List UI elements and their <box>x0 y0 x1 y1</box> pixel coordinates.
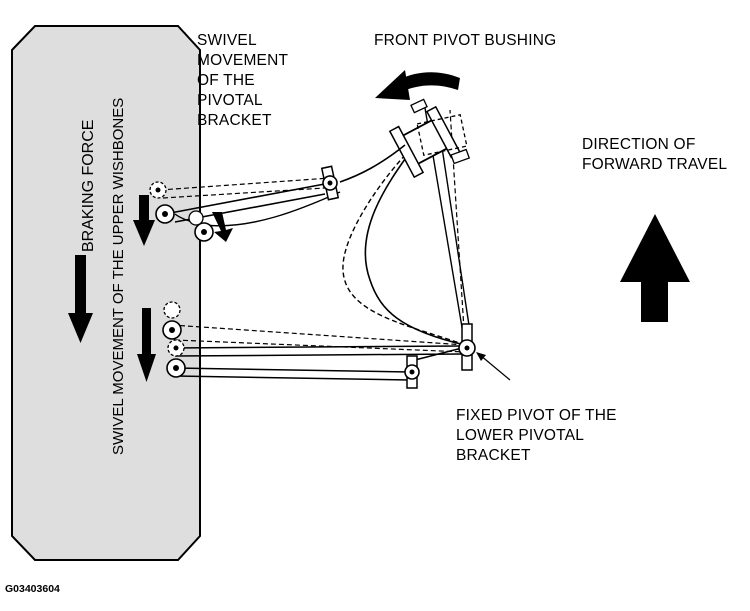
lower-bracket-curve <box>364 144 466 346</box>
forward-arrow-shaft <box>641 280 668 322</box>
fixed-pivot-line-3: BRACKET <box>456 447 531 464</box>
swivel-pivotal-bracket-line-4: PIVOTAL <box>197 92 263 109</box>
direction-line-2: FORWARD TRAVEL <box>582 156 728 173</box>
lower-link-2 <box>174 367 411 381</box>
rotation-arrow <box>398 72 460 92</box>
lower-swivel-arrow-shaft <box>142 308 151 356</box>
upper-wishbone-lower-curve <box>174 191 341 227</box>
lower-link-1 <box>171 345 463 357</box>
fixed-pivot-line-2: LOWER PIVOTAL <box>456 427 585 444</box>
upper-link-dashed <box>159 177 331 199</box>
front-pivot-bushing <box>388 105 462 179</box>
upper-arm-bushing <box>320 165 340 201</box>
rotation-arrow-head <box>375 70 410 100</box>
upper-swivel-arrow-head <box>133 220 155 246</box>
upper-joint-3 <box>188 210 204 226</box>
front-pivot-bushing-label: FRONT PIVOT BUSHING <box>374 32 557 49</box>
bracket-swivel-arrow <box>212 212 233 242</box>
lower-link-dashed-1 <box>171 324 466 346</box>
figure-id: G03403604 <box>5 583 60 595</box>
lower-link-dashed-2 <box>174 339 466 353</box>
bushing-tab-top <box>410 98 428 114</box>
lower-swivel-arrow-head <box>137 354 156 382</box>
braking-arrow-shaft <box>75 255 86 315</box>
swivel-pivotal-bracket-line-2: MOVEMENT <box>197 52 289 69</box>
fixed-pivot-pointer-head <box>476 352 486 361</box>
bushing-tab <box>450 148 471 165</box>
swivel-pivotal-bracket-line-5: BRACKET <box>197 112 272 129</box>
lower-link-bushing <box>404 355 420 389</box>
lower-link-3 <box>414 347 463 361</box>
swivel-pivotal-bracket-label: SWIVEL MOVEMENT OF THE PIVOTAL BRACKET <box>197 31 288 131</box>
upper-swivel-arrow-shaft <box>139 195 149 223</box>
braking-force-label: BRAKING FORCE <box>80 119 97 252</box>
braking-arrow-head <box>68 313 93 343</box>
direction-line-1: DIRECTION OF <box>582 136 696 153</box>
swivel-pivotal-bracket-line-1: SWIVEL <box>197 32 257 49</box>
swivel-upper-wishbones-label: SWIVEL MOVEMENT OF THE UPPER WISHBONES <box>110 97 127 455</box>
fixed-pivot-pointer <box>479 354 511 381</box>
fixed-pivot <box>458 323 476 371</box>
tire <box>11 25 201 561</box>
upper-wishbone-arm <box>339 144 406 183</box>
lower-joint-dashed-1 <box>163 301 181 319</box>
fixed-pivot-line-1: FIXED PIVOT OF THE <box>456 407 617 424</box>
forward-arrow-head <box>620 214 690 282</box>
fixed-pivot-label: FIXED PIVOT OF THE LOWER PIVOTAL BRACKET <box>456 406 617 466</box>
direction-of-forward-travel-label: DIRECTION OF FORWARD TRAVEL <box>582 135 727 175</box>
swivel-pivotal-bracket-line-3: OF THE <box>197 72 255 89</box>
